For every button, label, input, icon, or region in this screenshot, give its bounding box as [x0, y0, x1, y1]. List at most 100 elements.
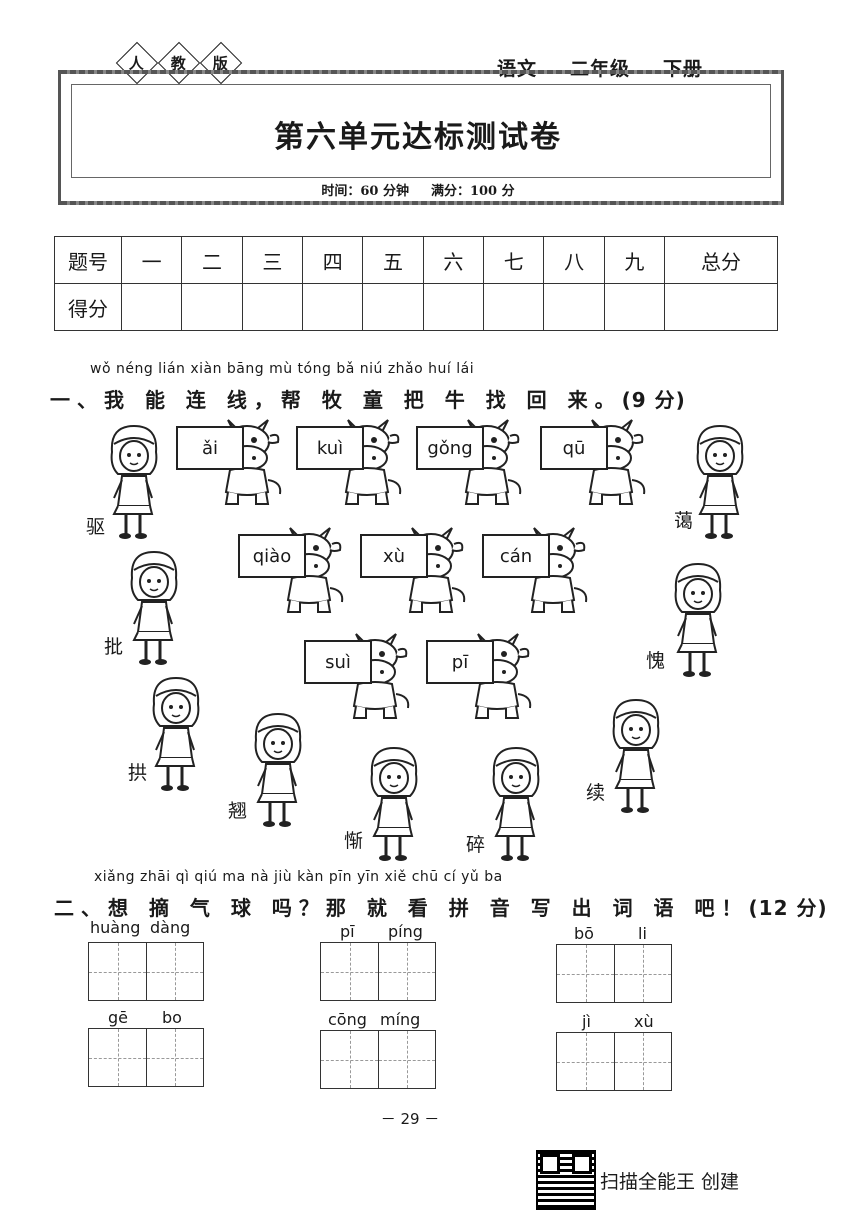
grade-label: 二年级: [570, 58, 631, 80]
column-header: 八: [543, 236, 605, 284]
writing-grid[interactable]: [556, 1032, 672, 1091]
column-header: 四: [302, 236, 364, 284]
child-icon: [690, 422, 748, 542]
column-header: 七: [483, 236, 545, 284]
column-header: 九: [603, 236, 666, 284]
score-cell[interactable]: [302, 283, 364, 331]
pinyin-sign: kuì: [296, 426, 364, 470]
score-cell[interactable]: [241, 283, 304, 331]
pinyin-syllable: li: [638, 924, 647, 943]
child-icon: [124, 548, 182, 668]
writing-cell[interactable]: [557, 945, 614, 1002]
row-header: 题号: [54, 236, 122, 284]
score-cell[interactable]: [483, 283, 545, 331]
cow-card[interactable]: gǒng: [416, 418, 528, 506]
volume-label: 下册: [663, 58, 704, 80]
cow-card[interactable]: xù: [360, 526, 472, 614]
score-cell[interactable]: [181, 283, 243, 331]
cow-card[interactable]: cán: [482, 526, 594, 614]
score-table: 题号 一 二 三 四 五 六 七 八 九 总分 得分: [54, 236, 778, 331]
time-limit: 时间：60 分钟: [321, 184, 409, 199]
section1-pinyin: wǒ néng lián xiàn bāng mù tóng bǎ niú zh…: [90, 361, 475, 377]
pinyin-sign: suì: [304, 640, 372, 684]
child-icon: [668, 560, 726, 680]
writing-cell[interactable]: [378, 1031, 435, 1088]
qr-code-icon[interactable]: [536, 1150, 596, 1210]
character-label[interactable]: 惭: [344, 830, 364, 852]
cow-card[interactable]: qiào: [238, 526, 350, 614]
section2-score: (12 分): [748, 896, 828, 920]
table-row: 题号 一 二 三 四 五 六 七 八 九 总分: [54, 236, 778, 284]
pinyin-syllable: jì: [582, 1012, 591, 1031]
cow-card[interactable]: ǎi: [176, 418, 288, 506]
pinyin-syllable: míng: [380, 1010, 421, 1029]
writing-grid[interactable]: [556, 944, 672, 1003]
exam-info: 时间：60 分钟 满分：100 分: [0, 180, 836, 199]
table-row: 得分: [54, 283, 778, 331]
character-label[interactable]: 愧: [646, 650, 666, 672]
cow-card[interactable]: pī: [426, 632, 538, 720]
score-cell[interactable]: [362, 283, 424, 331]
section1-score: (9 分): [621, 388, 686, 412]
score-cell[interactable]: [422, 283, 485, 331]
pinyin-syllable: bo: [162, 1008, 182, 1027]
writing-cell[interactable]: [378, 943, 435, 1000]
character-label[interactable]: 碎: [466, 834, 486, 856]
score-cell[interactable]: [603, 283, 666, 331]
cow-card[interactable]: qū: [540, 418, 652, 506]
full-score: 满分：100 分: [430, 184, 515, 199]
character-label[interactable]: 续: [586, 782, 606, 804]
writing-cell[interactable]: [321, 1031, 378, 1088]
writing-grid[interactable]: [320, 942, 436, 1001]
character-label[interactable]: 驱: [86, 516, 106, 538]
pinyin-syllable: cōng: [328, 1010, 367, 1029]
pinyin-syllable: pī: [340, 922, 355, 941]
pinyin-sign: qiào: [238, 534, 306, 578]
character-label[interactable]: 翘: [228, 800, 248, 822]
child-icon: [606, 696, 664, 816]
pinyin-syllable: xù: [634, 1012, 654, 1031]
pinyin-sign: cán: [482, 534, 550, 578]
cow-card[interactable]: kuì: [296, 418, 408, 506]
character-label[interactable]: 蔼: [674, 510, 694, 532]
score-cell[interactable]: [664, 283, 778, 331]
pinyin-sign: pī: [426, 640, 494, 684]
pinyin-syllable: píng: [388, 922, 423, 941]
column-header: 五: [362, 236, 424, 284]
section2-pinyin: xiǎng zhāi qì qiú ma nà jiù kàn pīn yīn …: [94, 869, 503, 885]
column-header: 二: [181, 236, 243, 284]
pinyin-sign: qū: [540, 426, 608, 470]
writing-grid[interactable]: [88, 1028, 204, 1087]
writing-cell[interactable]: [146, 943, 203, 1000]
title-frame: [58, 70, 784, 205]
writing-cell[interactable]: [321, 943, 378, 1000]
writing-grid[interactable]: [320, 1030, 436, 1089]
writing-cell[interactable]: [89, 943, 146, 1000]
row-header: 得分: [54, 283, 122, 331]
pinyin-sign: gǒng: [416, 426, 484, 470]
character-label[interactable]: 拱: [128, 762, 148, 784]
character-label[interactable]: 批: [104, 636, 124, 658]
column-header: 一: [120, 236, 183, 284]
writing-cell[interactable]: [146, 1029, 203, 1086]
child-icon: [146, 674, 204, 794]
writing-cell[interactable]: [89, 1029, 146, 1086]
cow-card[interactable]: suì: [304, 632, 416, 720]
scanner-watermark: 扫描全能王 创建: [600, 1171, 740, 1193]
pinyin-sign: xù: [360, 534, 428, 578]
writing-cell[interactable]: [614, 945, 671, 1002]
subject-label: 语文: [497, 58, 538, 80]
pinyin-syllable: bō: [574, 924, 594, 943]
writing-cell[interactable]: [614, 1033, 671, 1090]
column-header: 三: [241, 236, 304, 284]
score-cell[interactable]: [120, 283, 183, 331]
section2-question: 二、想 摘 气 球 吗？那 就 看 拼 音 写 出 词 语 吧！: [54, 896, 749, 920]
writing-grid[interactable]: [88, 942, 204, 1001]
pinyin-sign: ǎi: [176, 426, 244, 470]
writing-cell[interactable]: [557, 1033, 614, 1090]
score-cell[interactable]: [543, 283, 605, 331]
section1-question: 一、我 能 连 线，帮 牧 童 把 牛 找 回 来。: [50, 388, 622, 412]
pinyin-syllable: huàng: [90, 918, 141, 937]
page-number: － 29 －: [380, 1110, 440, 1128]
child-icon: [486, 744, 544, 864]
